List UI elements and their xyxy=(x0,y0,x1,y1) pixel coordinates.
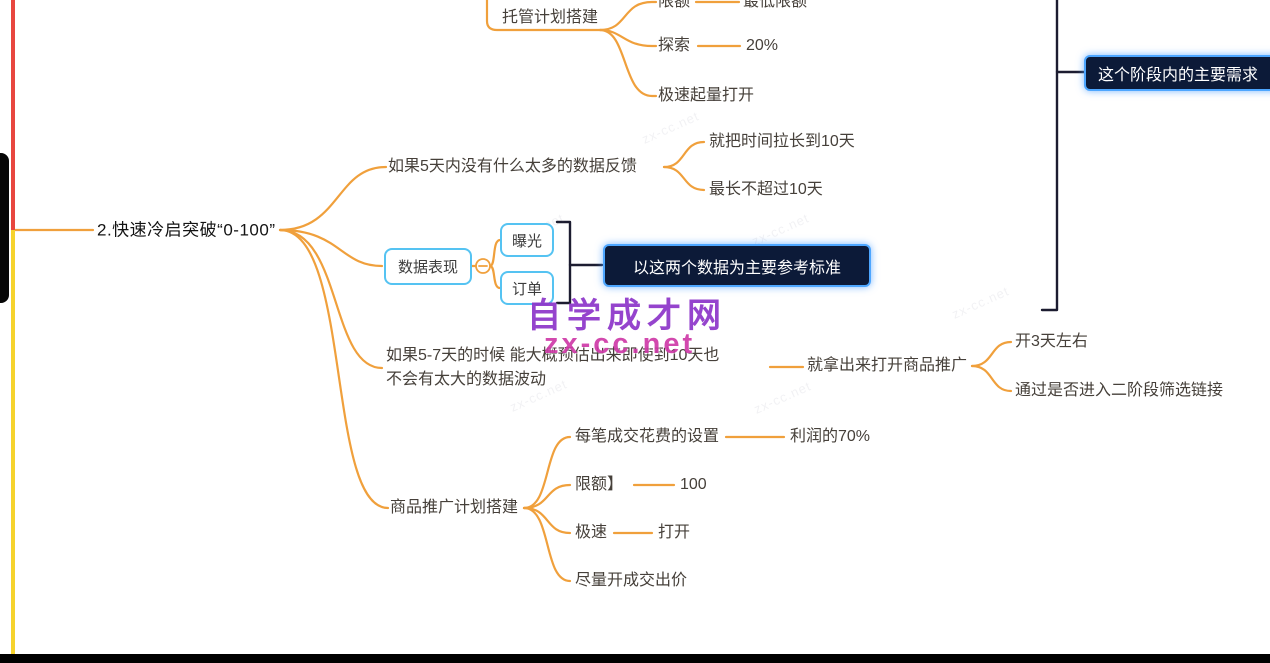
collapse-minus-icon[interactable] xyxy=(475,258,491,274)
topic-cost-per-order-value[interactable]: 利润的70% xyxy=(790,428,871,445)
topic-hosting-explore[interactable]: 探索 xyxy=(658,37,691,54)
branch-strip-yellow xyxy=(11,230,15,657)
topic-promo-speed-value[interactable]: 打开 xyxy=(658,524,691,541)
topic-promo-speed[interactable]: 极速 xyxy=(575,524,608,541)
watermark-site: zx-cc.net xyxy=(544,328,696,360)
topic-hosting-limit-value[interactable]: 最低限额 xyxy=(743,0,808,10)
topic-orders[interactable]: 订单 xyxy=(500,271,554,305)
callout-stage-summary[interactable]: 这个阶段内的主要需求 xyxy=(1084,55,1270,91)
topic-promo-bid[interactable]: 尽量开成交出价 xyxy=(575,572,688,589)
topic-hosting-explore-value[interactable]: 20% xyxy=(746,37,779,54)
topic-promo-limit-value[interactable]: 100 xyxy=(680,476,707,493)
topic-hosting-plan[interactable]: 托管计划搭建 xyxy=(502,9,599,26)
topic-max-10days[interactable]: 最长不超过10天 xyxy=(709,181,823,198)
topic-open-3days[interactable]: 开3天左右 xyxy=(1015,333,1088,350)
topic-hosting-quick-boost[interactable]: 极速起量打开 xyxy=(658,87,755,104)
callout-two-metrics[interactable]: 以这两个数据为主要参考标准 xyxy=(603,244,871,287)
branch-strip-red xyxy=(11,0,15,230)
topic-product-promo-plan[interactable]: 商品推广计划搭建 xyxy=(390,499,519,516)
topic-open-product-promo[interactable]: 就拿出来打开商品推广 xyxy=(807,357,968,374)
topic-exposure[interactable]: 曝光 xyxy=(500,223,554,257)
watermark-title: 自学成才网 xyxy=(527,297,727,335)
topic-predict-5-7-line2[interactable]: 不会有太大的数据波动 xyxy=(386,371,547,388)
topic-data-performance[interactable]: 数据表现 xyxy=(384,248,472,285)
topic-main[interactable]: 2.快速冷启突破“0-100” xyxy=(97,220,276,240)
topic-5day-feedback[interactable]: 如果5天内没有什么太多的数据反馈 xyxy=(388,158,637,175)
side-panel-handle[interactable] xyxy=(0,153,9,303)
topic-stage2-filter[interactable]: 通过是否进入二阶段筛选链接 xyxy=(1015,382,1224,399)
topic-hosting-limit[interactable]: 限额 xyxy=(658,0,691,10)
topic-extend-10days[interactable]: 就把时间拉长到10天 xyxy=(709,133,855,150)
bottom-bar xyxy=(0,654,1270,663)
topic-predict-5-7-line1[interactable]: 如果5-7天的时候 能大概预估出来即使到10天也 xyxy=(386,347,720,364)
topic-promo-limit[interactable]: 限额】 xyxy=(575,476,624,493)
topic-cost-per-order[interactable]: 每笔成交花费的设置 xyxy=(575,428,720,445)
